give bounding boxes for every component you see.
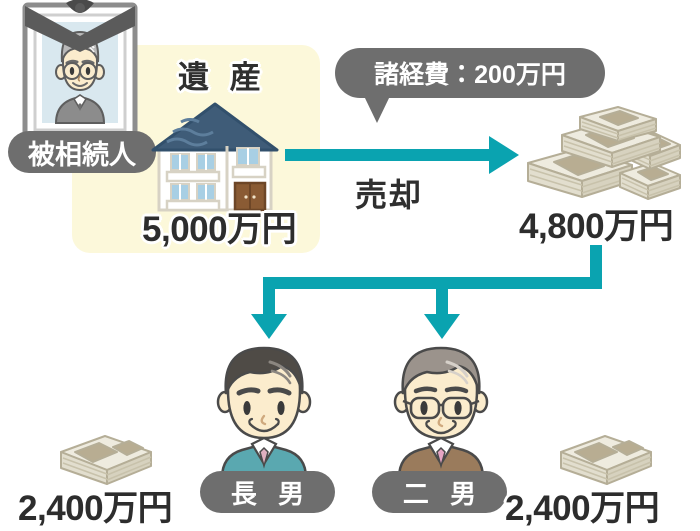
expenses-bubble-tail (364, 96, 390, 123)
estate-title: 遺 産 (178, 60, 267, 95)
memorial-portrait-icon (20, 0, 140, 150)
money-stack-large-icon (520, 105, 685, 205)
split-bar (263, 277, 602, 289)
first-son-share-amount: 2,400万円 (18, 489, 173, 528)
man-avatar-icon (208, 338, 320, 478)
arrow-down-icon (251, 314, 287, 339)
expenses-bubble: 諸経費：200万円 (335, 48, 605, 98)
man-with-glasses-avatar-icon (385, 338, 497, 478)
arrow-down-right-shaft (436, 283, 448, 318)
second-son-badge: 二 男 (372, 471, 507, 513)
expenses-label: 諸経費：200万円 (374, 61, 566, 89)
first-son-label: 長 男 (230, 478, 312, 509)
sale-proceeds-amount: 4,800万円 (519, 207, 674, 246)
split-stem (590, 245, 602, 287)
arrow-down-left-shaft (263, 283, 275, 318)
second-son-share-amount: 2,400万円 (505, 489, 660, 528)
arrow-down-icon (424, 314, 460, 339)
second-son-label: 二 男 (402, 478, 484, 509)
arrow-right-head-icon (489, 136, 519, 174)
arrow-right-icon (285, 149, 497, 161)
money-stack-small-icon (55, 428, 155, 486)
decedent-badge: 被相続人 (8, 131, 156, 173)
house-icon (145, 98, 285, 216)
first-son-badge: 長 男 (200, 471, 335, 513)
estate-amount: 5,000万円 (142, 210, 297, 249)
decedent-label: 被相続人 (28, 139, 136, 170)
money-stack-small-icon (555, 428, 655, 486)
sale-label: 売却 (355, 177, 424, 213)
